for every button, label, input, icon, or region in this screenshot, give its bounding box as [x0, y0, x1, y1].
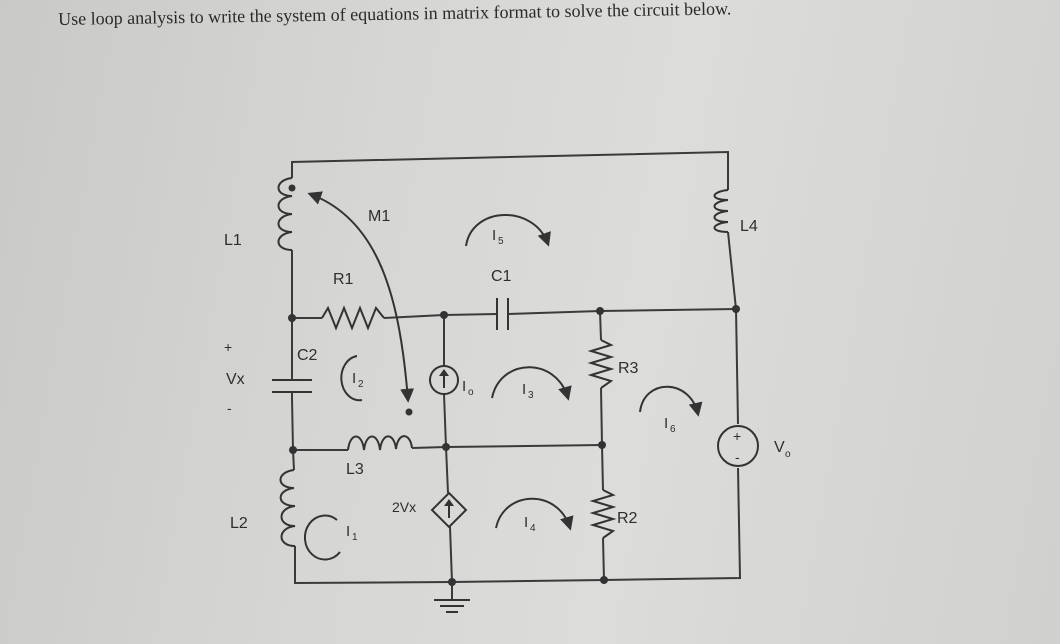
- loop-sub: 6: [670, 424, 676, 435]
- voltage-source-vo: + - V o: [717, 425, 791, 467]
- dependent-source-2vx: 2Vx: [392, 491, 468, 529]
- dep-lower-wire: [449, 526, 453, 600]
- bottom-mid-wire: [451, 579, 605, 583]
- loop-i3: I 3: [491, 366, 572, 401]
- r3-lower-wire: [600, 387, 604, 491]
- loop-sub: 1: [352, 532, 358, 543]
- l4-label: L4: [740, 218, 758, 235]
- loop-sub: 5: [498, 236, 504, 247]
- junction-dots: [288, 305, 740, 586]
- loop-sub: 4: [530, 523, 536, 534]
- loop-i4: I 4: [495, 497, 574, 534]
- ground-symbol: [434, 599, 470, 613]
- loop-i1: I 1: [303, 514, 358, 561]
- c1-right-wire: [507, 308, 737, 315]
- junction-dot: [732, 305, 740, 313]
- junction-dot: [600, 576, 608, 584]
- vo-lower-wire: [603, 467, 742, 581]
- vo-minus: -: [735, 449, 740, 465]
- coupling-dot: [288, 184, 296, 192]
- capacitor-c1: C1: [491, 268, 512, 330]
- vo-label: V: [774, 439, 785, 456]
- r2-lower-wire: [602, 537, 605, 581]
- junction-dot: [442, 443, 450, 451]
- loop-i6: I 6: [639, 385, 703, 435]
- inductor-l4: L4: [713, 189, 758, 235]
- junction-dot: [440, 311, 448, 319]
- resistor-r2: R2: [589, 489, 638, 539]
- top-wire: [291, 150, 729, 190]
- loop-sub: 2: [358, 379, 364, 390]
- r1-right-wire: [383, 314, 445, 319]
- l1-label: L1: [224, 232, 242, 249]
- l3-label: L3: [346, 461, 364, 478]
- r1-label: R1: [333, 271, 354, 288]
- loop-label: I: [492, 227, 496, 244]
- wires: [291, 150, 742, 600]
- vo-sub: o: [785, 449, 791, 460]
- loop-i5: I 5: [465, 214, 551, 247]
- coupling-dot: [405, 408, 413, 416]
- l2-lower-wire: [294, 546, 453, 585]
- inductor-l1: L1: [224, 177, 296, 251]
- junction-dot: [288, 314, 296, 322]
- io-sub: o: [468, 387, 474, 398]
- m1-label: M1: [368, 208, 390, 225]
- l4-lower-wire: [727, 231, 739, 425]
- capacitor-c2: C2 Vx + -: [224, 339, 318, 416]
- l3-right-wire: [411, 444, 603, 449]
- r3-upper-wire: [599, 310, 602, 341]
- inductor-l3: L3: [346, 408, 413, 478]
- vx-label: Vx: [226, 371, 245, 388]
- mutual-coupling-m1: M1: [307, 191, 415, 403]
- resistor-r1: R1: [321, 271, 385, 331]
- dep-source-label: 2Vx: [392, 499, 416, 515]
- loop-label: I: [352, 370, 356, 387]
- l2-label: L2: [230, 515, 248, 532]
- io-label: I: [462, 378, 466, 395]
- dep-upper-wire: [445, 446, 449, 494]
- loop-label: I: [346, 523, 350, 540]
- junction-dot: [289, 446, 297, 454]
- loop-label: I: [664, 415, 668, 432]
- c1-label: C1: [491, 268, 512, 285]
- loop-i2: I 2: [340, 355, 364, 402]
- c2-label: C2: [297, 347, 318, 364]
- vo-plus: +: [733, 428, 741, 444]
- current-source-io: I o: [429, 365, 474, 398]
- r3-label: R3: [618, 360, 639, 377]
- loop-sub: 3: [528, 390, 534, 401]
- junction-dot: [596, 307, 604, 315]
- loop-label: I: [522, 381, 526, 398]
- io-lower-wire: [443, 393, 447, 448]
- c1-left-wire: [443, 313, 498, 316]
- vx-plus: +: [224, 339, 232, 355]
- loop-label: I: [524, 514, 528, 531]
- vx-minus: -: [227, 400, 232, 416]
- junction-dot: [448, 578, 456, 586]
- inductor-l2: L2: [230, 469, 296, 547]
- r2-label: R2: [617, 510, 638, 527]
- resistor-r3: R3: [587, 339, 639, 389]
- junction-dot: [598, 441, 606, 449]
- left-vertical-c2: [291, 397, 294, 451]
